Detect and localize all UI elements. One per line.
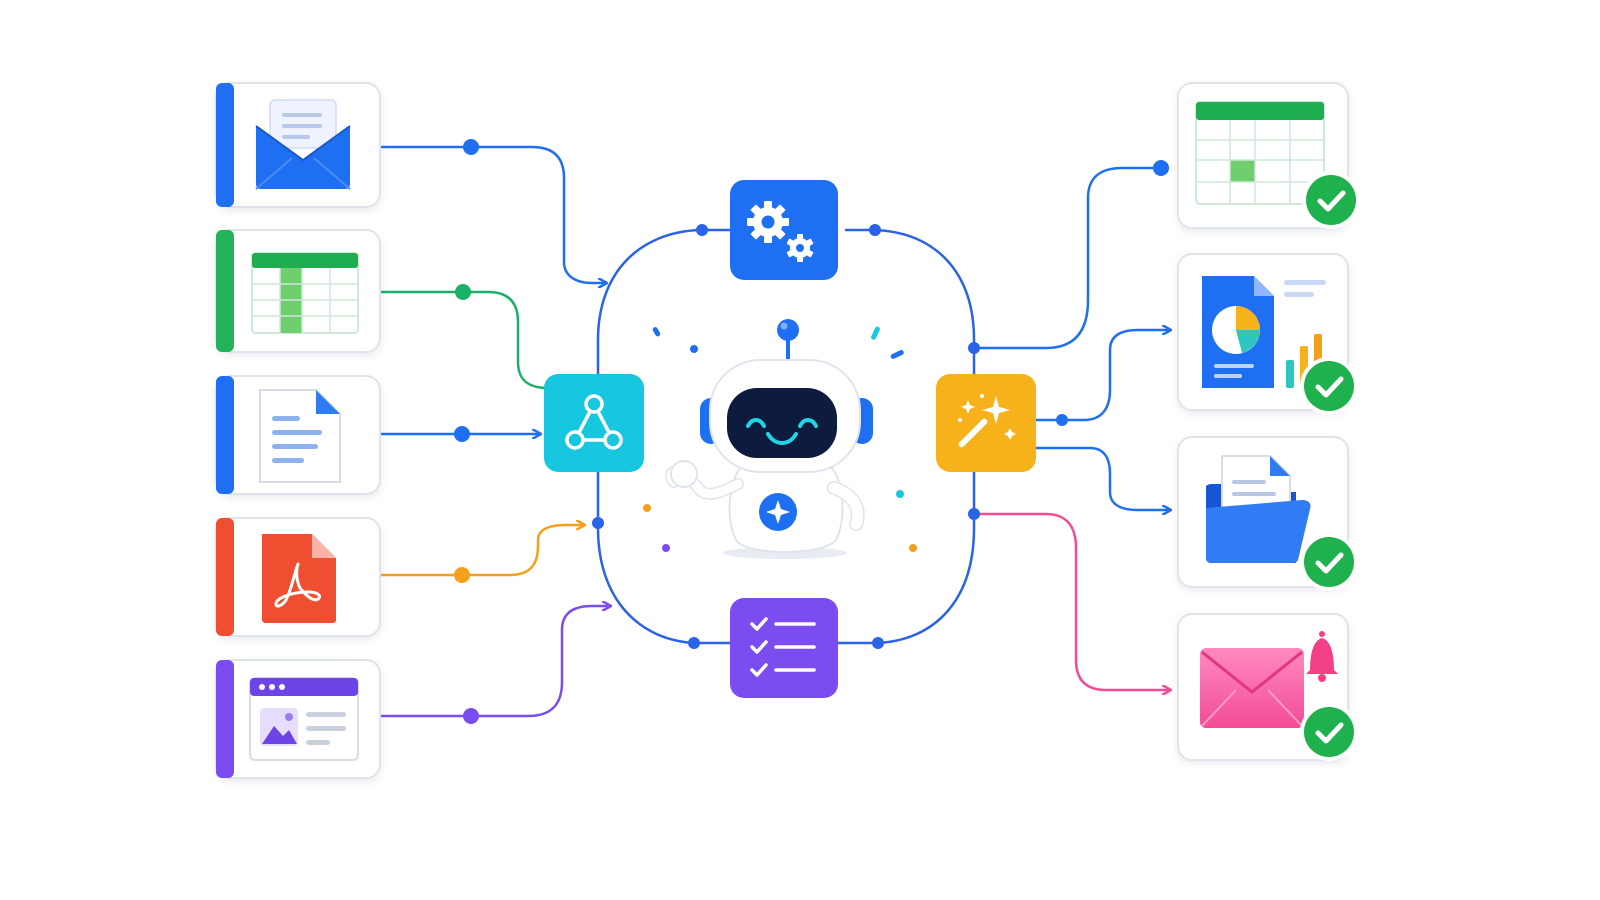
accent-bar bbox=[216, 230, 234, 352]
input-card-spreadsheet[interactable] bbox=[215, 229, 381, 353]
connector-dot bbox=[454, 426, 470, 442]
connector-dot bbox=[463, 139, 479, 155]
check-icon bbox=[1300, 703, 1358, 761]
checklist-icon bbox=[750, 617, 816, 677]
input-card-document[interactable] bbox=[215, 375, 381, 495]
output-card-sheet-updated[interactable] bbox=[1177, 82, 1360, 229]
accent-bar bbox=[216, 660, 234, 778]
connector-email bbox=[380, 145, 606, 283]
connector-dot bbox=[968, 342, 980, 354]
connector-spreadsheet bbox=[380, 290, 550, 390]
connector-dot bbox=[968, 508, 980, 520]
output-card-report-generated[interactable] bbox=[1177, 253, 1358, 415]
network-nodes-icon bbox=[565, 394, 623, 450]
report-chart-icon bbox=[1202, 276, 1326, 388]
spreadsheet-icon bbox=[1195, 101, 1325, 205]
connector-dot bbox=[592, 517, 604, 529]
connector-dot bbox=[1056, 414, 1068, 426]
process-tile-magic[interactable] bbox=[936, 374, 1036, 472]
connector-dot bbox=[869, 224, 881, 236]
robot-assistant-icon bbox=[643, 319, 917, 559]
connector-sheet-output bbox=[972, 166, 1164, 350]
connector-dot bbox=[455, 284, 471, 300]
browser-window-icon bbox=[249, 677, 359, 761]
confetti-decoration bbox=[643, 326, 917, 552]
accent-bar bbox=[216, 83, 234, 207]
envelope-icon bbox=[255, 99, 351, 190]
accent-bar bbox=[216, 376, 234, 494]
process-tile-gears[interactable] bbox=[730, 180, 838, 280]
document-icon bbox=[259, 389, 341, 483]
connector-dot bbox=[1153, 160, 1169, 176]
connector-dot bbox=[696, 224, 708, 236]
connector-dot bbox=[872, 637, 884, 649]
accent-bar bbox=[216, 518, 234, 636]
input-card-email[interactable] bbox=[215, 82, 381, 208]
notification-envelope-icon bbox=[1200, 648, 1304, 728]
connector-notification-output bbox=[972, 512, 1170, 690]
magic-wand-icon bbox=[958, 394, 1016, 448]
output-card-notification-sent[interactable] bbox=[1177, 613, 1358, 761]
connector-dot bbox=[463, 708, 479, 724]
bell-icon bbox=[1306, 631, 1338, 682]
pdf-icon bbox=[262, 534, 336, 623]
spreadsheet-icon bbox=[251, 252, 359, 334]
connector-web-page bbox=[380, 606, 610, 718]
input-card-pdf[interactable] bbox=[215, 517, 381, 637]
check-icon bbox=[1300, 533, 1358, 591]
connector-folder-output bbox=[1034, 446, 1170, 510]
process-tile-network[interactable] bbox=[544, 374, 644, 472]
connector-dot bbox=[454, 567, 470, 583]
check-icon bbox=[1300, 357, 1358, 415]
input-card-web-page[interactable] bbox=[215, 659, 381, 779]
connector-dots bbox=[454, 139, 1169, 724]
connector-pdf bbox=[380, 525, 584, 577]
output-card-files-organized[interactable] bbox=[1177, 436, 1358, 591]
gears-icon bbox=[747, 201, 814, 262]
check-icon bbox=[1302, 171, 1360, 229]
process-tile-checklist[interactable] bbox=[730, 598, 838, 698]
folder-icon bbox=[1206, 455, 1311, 563]
connector-report-output bbox=[1034, 330, 1170, 422]
connector-dot bbox=[688, 637, 700, 649]
